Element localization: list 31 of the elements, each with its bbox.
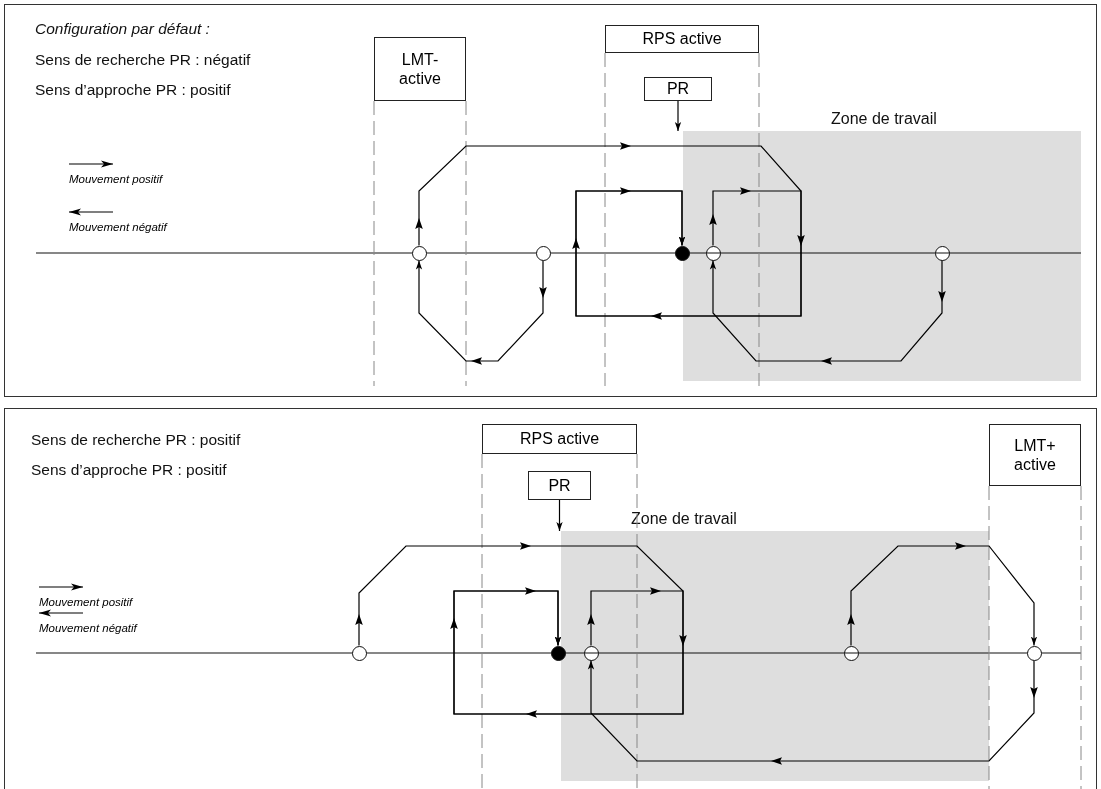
status-box: RPS active [482, 424, 637, 454]
status-box: PR [644, 77, 712, 101]
settings-text: Sens de recherche PR : négatif [35, 51, 251, 69]
diagram-panel [4, 4, 1097, 397]
start-point-marker [351, 645, 367, 661]
settings-text: Sens d’approche PR : positif [31, 461, 227, 479]
zone-label: Zone de travail [831, 110, 937, 128]
movement-arrow [453, 590, 684, 715]
movement-arrow [709, 259, 943, 362]
zone-label: Zone de travail [631, 510, 737, 528]
movement-arrow [556, 499, 563, 532]
status-box: PR [528, 471, 591, 500]
legend-label: Mouvement négatif [69, 221, 167, 233]
legend-label: Mouvement négatif [39, 622, 137, 634]
status-box: RPS active [605, 25, 759, 53]
diagram-panel [4, 408, 1097, 789]
start-point-marker [411, 245, 427, 261]
movement-arrow [575, 190, 802, 317]
start-point-marker [535, 245, 551, 261]
settings-text: Sens de recherche PR : positif [31, 431, 241, 449]
status-box: LMT- active [374, 37, 466, 101]
movement-arrow [415, 259, 544, 362]
configuration-heading: Configuration par défaut : [35, 20, 210, 38]
legend-label: Mouvement positif [69, 173, 163, 185]
movement-arrow [674, 100, 682, 132]
legend-label: Mouvement positif [39, 596, 133, 608]
movement-arrow [587, 659, 1035, 762]
start-point-marker [1026, 645, 1042, 661]
status-box: LMT+ active [989, 424, 1081, 486]
settings-text: Sens d’approche PR : positif [35, 81, 231, 99]
movement-arrow [850, 545, 1038, 647]
